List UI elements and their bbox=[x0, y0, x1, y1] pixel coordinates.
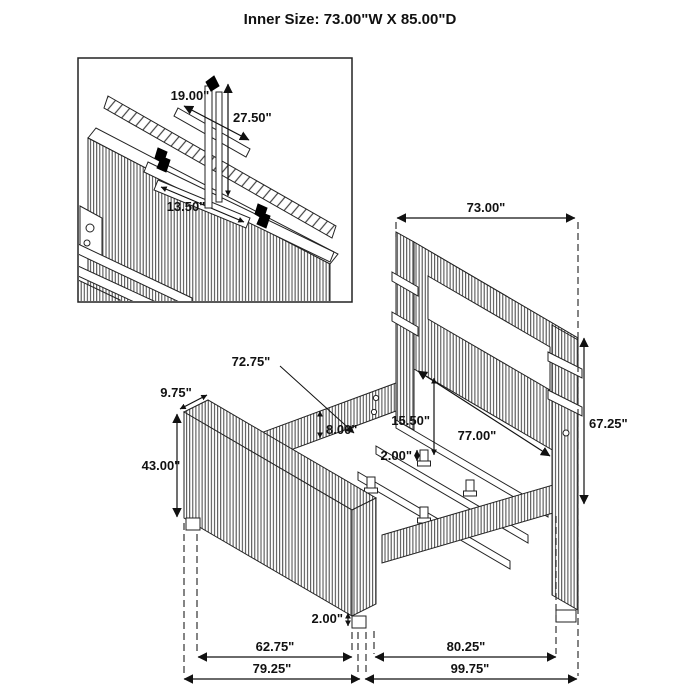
inset-clip-left bbox=[154, 147, 171, 173]
dim-label-footboard-thickness: 9.75" bbox=[160, 385, 191, 400]
dim-label-footboard-leg-height: 2.00" bbox=[312, 611, 343, 626]
dim-label-footboard-height: 43.00" bbox=[142, 458, 181, 473]
headboard bbox=[391, 231, 579, 466]
page-title: Inner Size: 73.00"W X 85.00"D bbox=[244, 11, 457, 28]
slat-leg bbox=[364, 476, 378, 494]
dim-label-side-rail-length: 72.75" bbox=[232, 354, 271, 369]
slat-leg bbox=[417, 449, 431, 467]
dim-label-bracket-width: 19.00" bbox=[171, 88, 210, 103]
leader-side-rail-length bbox=[279, 365, 355, 434]
inset-frame-rail-2 bbox=[79, 265, 156, 301]
dim-label-rail-span: 80.25" bbox=[447, 639, 486, 654]
dim-label-footboard-inner-span: 62.75" bbox=[256, 639, 295, 654]
footboard-foot-left bbox=[185, 517, 201, 531]
dim-label-post-height: 27.50" bbox=[233, 110, 272, 125]
dim-line-inner-width bbox=[417, 370, 551, 457]
dim-label-side-rail-height: 8.00" bbox=[326, 422, 357, 437]
side-rail-right-face bbox=[381, 484, 554, 564]
headboard-left-leg-band-top bbox=[391, 271, 419, 297]
inset-post-back bbox=[215, 91, 223, 203]
dim-label-footboard-overall-span: 79.25" bbox=[253, 661, 292, 676]
dim-label-overall-span: 99.75" bbox=[451, 661, 490, 676]
footboard bbox=[182, 399, 378, 629]
rail-bolt-hole bbox=[370, 408, 378, 416]
side-rail-right bbox=[381, 484, 554, 564]
dim-label-headboard-width: 73.00" bbox=[467, 200, 506, 215]
inset-detail-box: 19.00" 27.50" 13.50" bbox=[77, 57, 353, 303]
rail-bolt-hole bbox=[372, 394, 380, 402]
inset-bolt-hole bbox=[85, 223, 95, 233]
headboard-right-leg bbox=[547, 324, 583, 623]
inset-post-front bbox=[204, 85, 213, 209]
dim-line-mount-rail bbox=[160, 186, 245, 223]
inset-clip-right bbox=[254, 203, 271, 229]
headboard-leg-foot bbox=[555, 609, 577, 623]
extension-lines bbox=[183, 222, 579, 676]
dim-label-slat-leg-height: 2.00" bbox=[381, 448, 412, 463]
footboard-foot-right bbox=[351, 615, 367, 629]
footboard-end-cap bbox=[351, 497, 377, 617]
dim-label-headboard-height: 67.25" bbox=[589, 416, 628, 431]
dim-line-footboard-thickness bbox=[179, 394, 208, 410]
dimensions: 73.00" 67.25" 72.75" 9.75" 43.00" 8.00" … bbox=[142, 200, 628, 684]
slat-leg bbox=[463, 479, 477, 497]
leg-screw bbox=[562, 429, 570, 437]
dim-line-bracket-width bbox=[183, 105, 250, 141]
inset-frame-rail bbox=[79, 243, 193, 301]
inset-bolt-hole bbox=[83, 239, 91, 247]
dim-label-inner-width: 77.00" bbox=[458, 428, 497, 443]
dim-label-mount-rail-length: 13.50" bbox=[167, 199, 206, 214]
dim-label-headboard-to-slat: 15.50" bbox=[391, 413, 430, 428]
inset-frame-block bbox=[79, 279, 121, 301]
inset-post-cap bbox=[205, 75, 220, 92]
headboard-left-leg-band-bottom bbox=[391, 311, 419, 337]
